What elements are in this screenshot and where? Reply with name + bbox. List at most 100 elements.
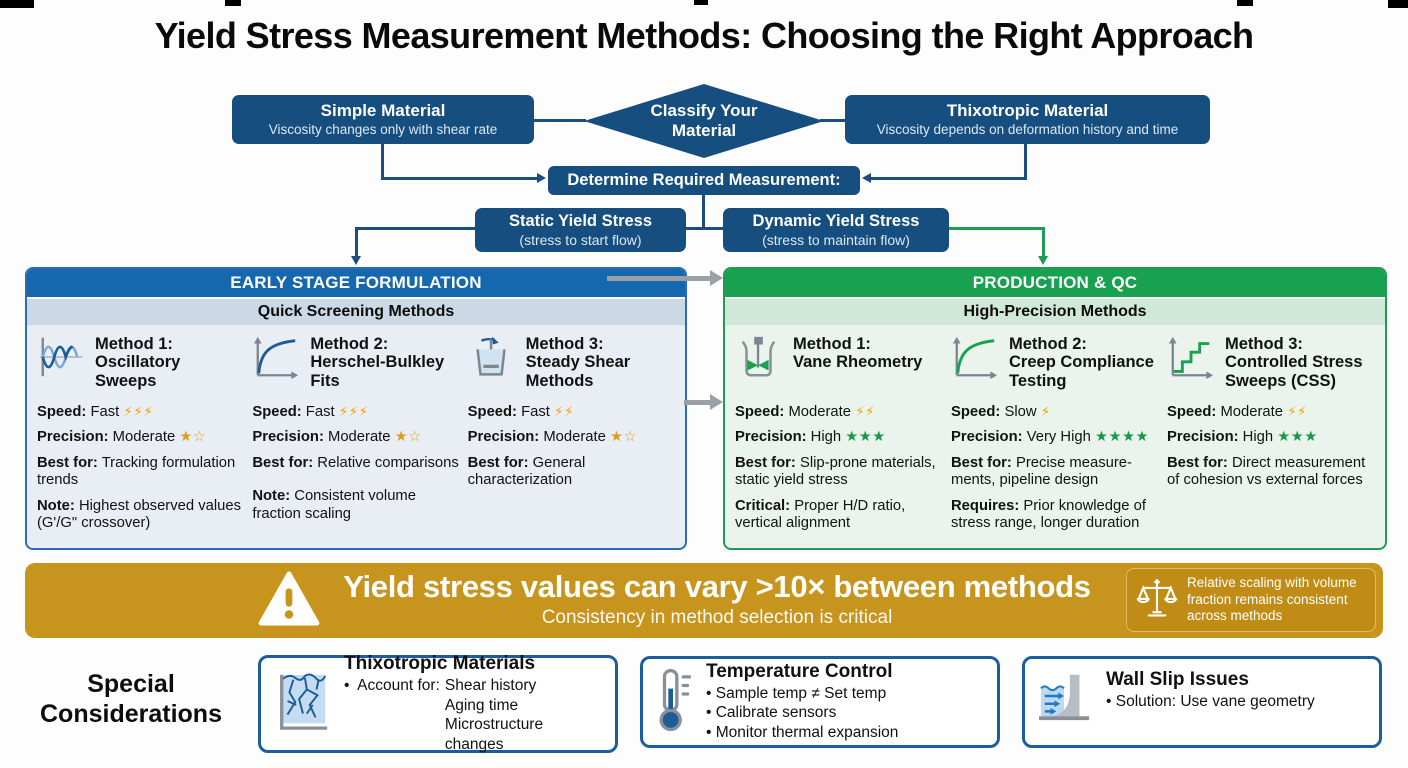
critical-row: Critical: Proper H/D ratio, vertical ali…: [735, 497, 906, 532]
special-box-title: Thixotropic Materials: [344, 652, 536, 674]
precision-row: Precision: High ★★★: [1167, 429, 1318, 446]
screen-artifact: [694, 0, 708, 5]
connector: [1024, 144, 1027, 180]
special-box-bullet: • Account for: Shear history Aging time …: [344, 676, 603, 755]
wall-slip-icon: [1037, 669, 1093, 728]
special-box-title: Temperature Control: [706, 660, 893, 682]
panel-link-arrow: [607, 276, 711, 281]
oscillatory-sweeps-icon: [37, 334, 87, 396]
microstructure-icon: [273, 672, 331, 737]
method-card-herschel-bulkley: Method 2: Herschel-Bulkley Fits Speed: F…: [252, 334, 459, 533]
precision-stars: ★☆: [179, 429, 207, 446]
node-title: Static Yield Stress: [508, 211, 653, 230]
best-for-row: Best for: Precise measure-ments, pipelin…: [951, 454, 1132, 489]
node-title: Simple Material: [320, 101, 446, 121]
panel-header: EARLY STAGE FORMULATION: [27, 269, 685, 299]
best-for-row: Best for: General characterization: [467, 454, 586, 489]
bullet-value: Shear history: [444, 676, 537, 694]
requires-row: Requires: Prior knowledge of stress rang…: [951, 497, 1146, 532]
bullet-line: • Calibrate sensors: [706, 704, 837, 722]
node-dynamic-yield-stress: Dynamic Yield Stress (stress to maintain…: [723, 208, 949, 252]
panel-header: PRODUCTION & QC: [725, 269, 1385, 299]
node-static-yield-stress: Static Yield Stress (stress to start flo…: [475, 208, 686, 252]
note-row: Note: Highest observed values (G'/G" cro…: [37, 497, 241, 532]
method-card-creep-compliance: Method 2: Creep Compliance Testing Speed…: [951, 334, 1159, 533]
node-title: Thixotropic Material: [946, 101, 1109, 121]
method-card-steady-shear: Method 3: Steady Shear Methods Speed: Fa…: [468, 334, 675, 533]
note-row: Note: Consistent volume fraction scaling: [252, 488, 416, 522]
panel-early-stage-formulation: EARLY STAGE FORMULATION Quick Screening …: [25, 267, 687, 550]
connector: [871, 177, 1027, 180]
special-box-thixotropic-materials: Thixotropic Materials • Account for: She…: [258, 652, 618, 755]
node-subtitle: Viscosity changes only with shear rate: [268, 121, 498, 137]
special-considerations-heading: Special Considerations: [40, 670, 222, 728]
precision-row: Precision: Very High ★★★★: [951, 429, 1149, 446]
decision-classify-material: Classify Your Material: [584, 84, 824, 158]
warning-banner: Yield stress values can vary >10× betwee…: [25, 563, 1383, 638]
creep-compliance-curve-icon: [951, 334, 1001, 396]
speed-bolts: ⚡⚡⚡: [338, 404, 369, 420]
method-title: Method 1: Oscillatory Sweeps: [95, 335, 181, 390]
precision-stars: ★☆: [394, 429, 422, 446]
node-subtitle: (stress to start flow): [519, 231, 642, 248]
method-card-vane-rheometry: Method 1: Vane Rheometry Speed: Moderate…: [735, 334, 943, 533]
page-title: Yield Stress Measurement Methods: Choosi…: [154, 15, 1254, 56]
speed-row: Speed: Moderate ⚡⚡: [735, 404, 876, 420]
steady-shear-mixer-icon: [468, 334, 518, 396]
connector: [1042, 227, 1045, 257]
special-box-title: Wall Slip Issues: [1106, 669, 1249, 690]
speed-row: Speed: Slow ⚡: [951, 404, 1051, 420]
node-simple-material: Simple Material Viscosity changes only w…: [232, 95, 534, 144]
speed-bolts: ⚡⚡: [855, 404, 876, 420]
arrowhead: [537, 173, 546, 183]
precision-stars: ★☆: [609, 429, 637, 446]
method-title: Method 1: Vane Rheometry: [793, 335, 923, 372]
method-title: Method 2: Creep Compliance Testing: [1009, 335, 1154, 390]
speed-row: Speed: Fast ⚡⚡⚡: [37, 404, 154, 420]
balance-scale-icon: [1135, 576, 1179, 625]
screen-artifact: [1388, 0, 1408, 8]
connector: [355, 227, 475, 230]
precision-stars: ★★★: [845, 429, 886, 446]
bullet-line: • Sample temp ≠ Set temp: [706, 684, 887, 702]
best-for-row: Best for: Direct measurement of cohesion…: [1167, 454, 1366, 489]
method-title: Method 3: Steady Shear Methods: [525, 335, 631, 390]
method-card-oscillatory-sweeps: Method 1: Oscillatory Sweeps Speed: Fast…: [37, 334, 244, 533]
bullet-line: • Monitor thermal expansion: [706, 724, 899, 742]
warning-triangle-icon: [258, 571, 320, 632]
speed-bolts: ⚡⚡⚡: [123, 404, 154, 420]
herschel-bulkley-curve-icon: [252, 334, 302, 396]
connector: [949, 227, 1045, 230]
special-box-temperature-control: Temperature Control • Sample temp ≠ Set …: [640, 656, 1000, 748]
arrowhead: [1038, 256, 1048, 265]
panel-subheader: High-Precision Methods: [725, 299, 1385, 325]
arrowhead: [351, 256, 361, 265]
precision-row: Precision: Moderate ★☆: [37, 429, 207, 446]
connector: [820, 119, 845, 122]
connector: [355, 227, 358, 257]
method-card-controlled-stress-sweeps: Method 3: Controlled Stress Sweeps (CSS)…: [1167, 334, 1375, 533]
node-subtitle: Viscosity depends on deformation history…: [876, 121, 1179, 137]
arrowhead: [862, 173, 871, 183]
screen-artifact: [1237, 0, 1253, 6]
bullet-value: Aging time: [444, 696, 519, 714]
precision-stars: ★★★: [1277, 429, 1318, 446]
screen-artifact: [225, 0, 241, 6]
node-determine-measurement: Determine Required Measurement:: [548, 166, 860, 195]
method-title: Method 2: Herschel-Bulkley Fits: [310, 335, 445, 390]
banner-side-note: Relative scaling with volume fraction re…: [1126, 568, 1376, 632]
screen-artifact: [0, 0, 34, 8]
thermometer-icon: [655, 667, 693, 738]
connector: [686, 227, 704, 230]
node-thixotropic-material: Thixotropic Material Viscosity depends o…: [845, 95, 1210, 144]
side-note-text: Relative scaling with volume fraction re…: [1187, 575, 1357, 624]
connector: [704, 227, 724, 230]
banner-subtitle: Consistency in method selection is criti…: [541, 607, 893, 628]
best-for-row: Best for: Tracking formulation trends: [37, 454, 236, 489]
controlled-stress-steps-icon: [1167, 334, 1217, 396]
speed-row: Speed: Moderate ⚡⚡: [1167, 404, 1308, 420]
speed-bolts: ⚡⚡: [1287, 404, 1308, 420]
connector: [381, 177, 537, 180]
node-label: Determine Required Measurement:: [567, 171, 841, 189]
